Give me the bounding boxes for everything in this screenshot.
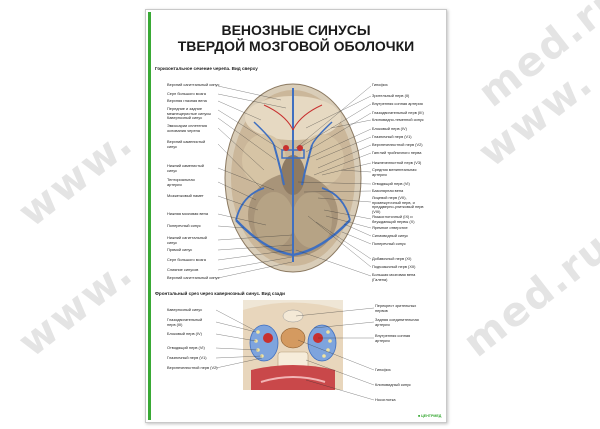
label-right: Глазничный нерв (V1) [372, 134, 412, 139]
label-left-bottom: Глазничный нерв (V1) [167, 355, 207, 360]
label-left-bottom: Блоковый нерв (IV) [167, 331, 202, 336]
label-left: Тенториальная артерия [167, 177, 195, 187]
label-right: Верхнечелюстной нерв (V2) [372, 142, 423, 147]
label-right: Отводящий нерв (VI) [372, 181, 410, 186]
label-right: Яремное отверстие [372, 225, 408, 230]
label-left: Верхняя глазная вена [167, 98, 207, 103]
poster-title-line2: ТВЕРДОЙ МОЗГОВОЙ ОБОЛОЧКИ [177, 38, 415, 54]
label-right: Глазодвигательный нерв (III) [372, 110, 424, 115]
label-right: Ганглий тройничного нерва [372, 150, 422, 155]
poster: ВЕНОЗНЫЕ СИНУСЫ ТВЕРДОЙ МОЗГОВОЙ ОБОЛОЧК… [145, 9, 447, 423]
label-right: Блоковый нерв (IV) [372, 126, 407, 131]
logo-text: ЦЕНТРМЕД [421, 414, 442, 418]
label-right: Средняя менингеальная артерия [372, 167, 417, 177]
label-left-bottom: Отводящий нерв (VI) [167, 345, 205, 350]
label-left: Серп большого мозга [167, 257, 206, 262]
green-stripe [148, 12, 151, 420]
label-left: Верхний сагиттальный синус [167, 275, 220, 280]
label-left: Слияние синусов [167, 267, 199, 272]
label-right: Зрительный нерв (II) [372, 93, 410, 98]
label-right: Нижнечелюстной нерв (V3) [372, 160, 422, 165]
logo-icon: ■ [418, 414, 421, 418]
section-heading-bottom: Фронтальный срез через кавернозный синус… [155, 291, 285, 296]
label-left: Нижняя мозговая вена [167, 211, 208, 216]
label-left: Поперечный синус [167, 223, 201, 228]
label-left-bottom: Глазодвигательный нерв (III) [167, 317, 203, 327]
watermark: med.ru [455, 223, 600, 367]
label-right: Добавочный нерв (XI) [372, 256, 412, 261]
anatomy-illustration [215, 83, 375, 401]
label-left: Передние и задние межпещеристые синусы [167, 106, 212, 116]
label-left-bottom: Кавернозный синус [167, 307, 203, 312]
label-right: Базилярная вена [372, 188, 404, 193]
label-right-bottom: Гипофиз [375, 367, 391, 372]
label-right-bottom: Клиновидный синус [375, 382, 411, 387]
label-right-bottom: Внутренняя сонная артерия [375, 333, 411, 343]
label-left: Верхний сагиттальный синус [167, 82, 220, 87]
label-right-bottom: Носоглотка [375, 397, 396, 402]
label-right: Поперечный синус [372, 241, 406, 246]
label-left: Мозжечковый намет [167, 193, 204, 198]
label-left: Эмиссарии сплетения основания черепа [167, 123, 207, 133]
watermark: www. [10, 249, 142, 367]
watermark: www. [10, 119, 142, 237]
label-right: Лицевой нерв (VII), промежуточный нерв, … [372, 195, 424, 214]
label-right-bottom: Перекрест зрительных нервов [375, 303, 417, 313]
label-left: Кавернозный синус [167, 115, 203, 120]
label-left: Прямой синус [167, 247, 193, 252]
label-left: Нижний каменистый синус [167, 163, 204, 173]
label-right: Сигмовидный синус [372, 233, 409, 238]
label-right: Клиновидно-теменной синус [372, 117, 424, 122]
label-right: Большая мозговая вена (Галена) [372, 272, 416, 282]
label-left: Верхний каменистый синус [167, 139, 206, 149]
label-right: Гипофиз [372, 82, 388, 87]
section-heading-top: Горизонтальное сечение черепа. Вид сверх… [155, 66, 258, 71]
label-left-bottom: Верхнечелюстной нерв (V2) [167, 365, 218, 370]
label-right: Подъязычный нерв (XII) [372, 264, 416, 269]
label-right: Внутренняя сонная артерия [372, 101, 423, 106]
label-left: Нижний сагиттальный синус [167, 235, 207, 245]
publisher-logo: ■ ЦЕНТРМЕД [418, 414, 441, 418]
label-right-bottom: Задняя соединительная артерия [375, 317, 419, 327]
poster-title-line1: ВЕНОЗНЫЕ СИНУСЫ [221, 22, 371, 38]
label-right: Языкоглоточный (IX) и блуждающий нервы (… [372, 214, 415, 224]
label-left: Серп большого мозга [167, 91, 206, 96]
